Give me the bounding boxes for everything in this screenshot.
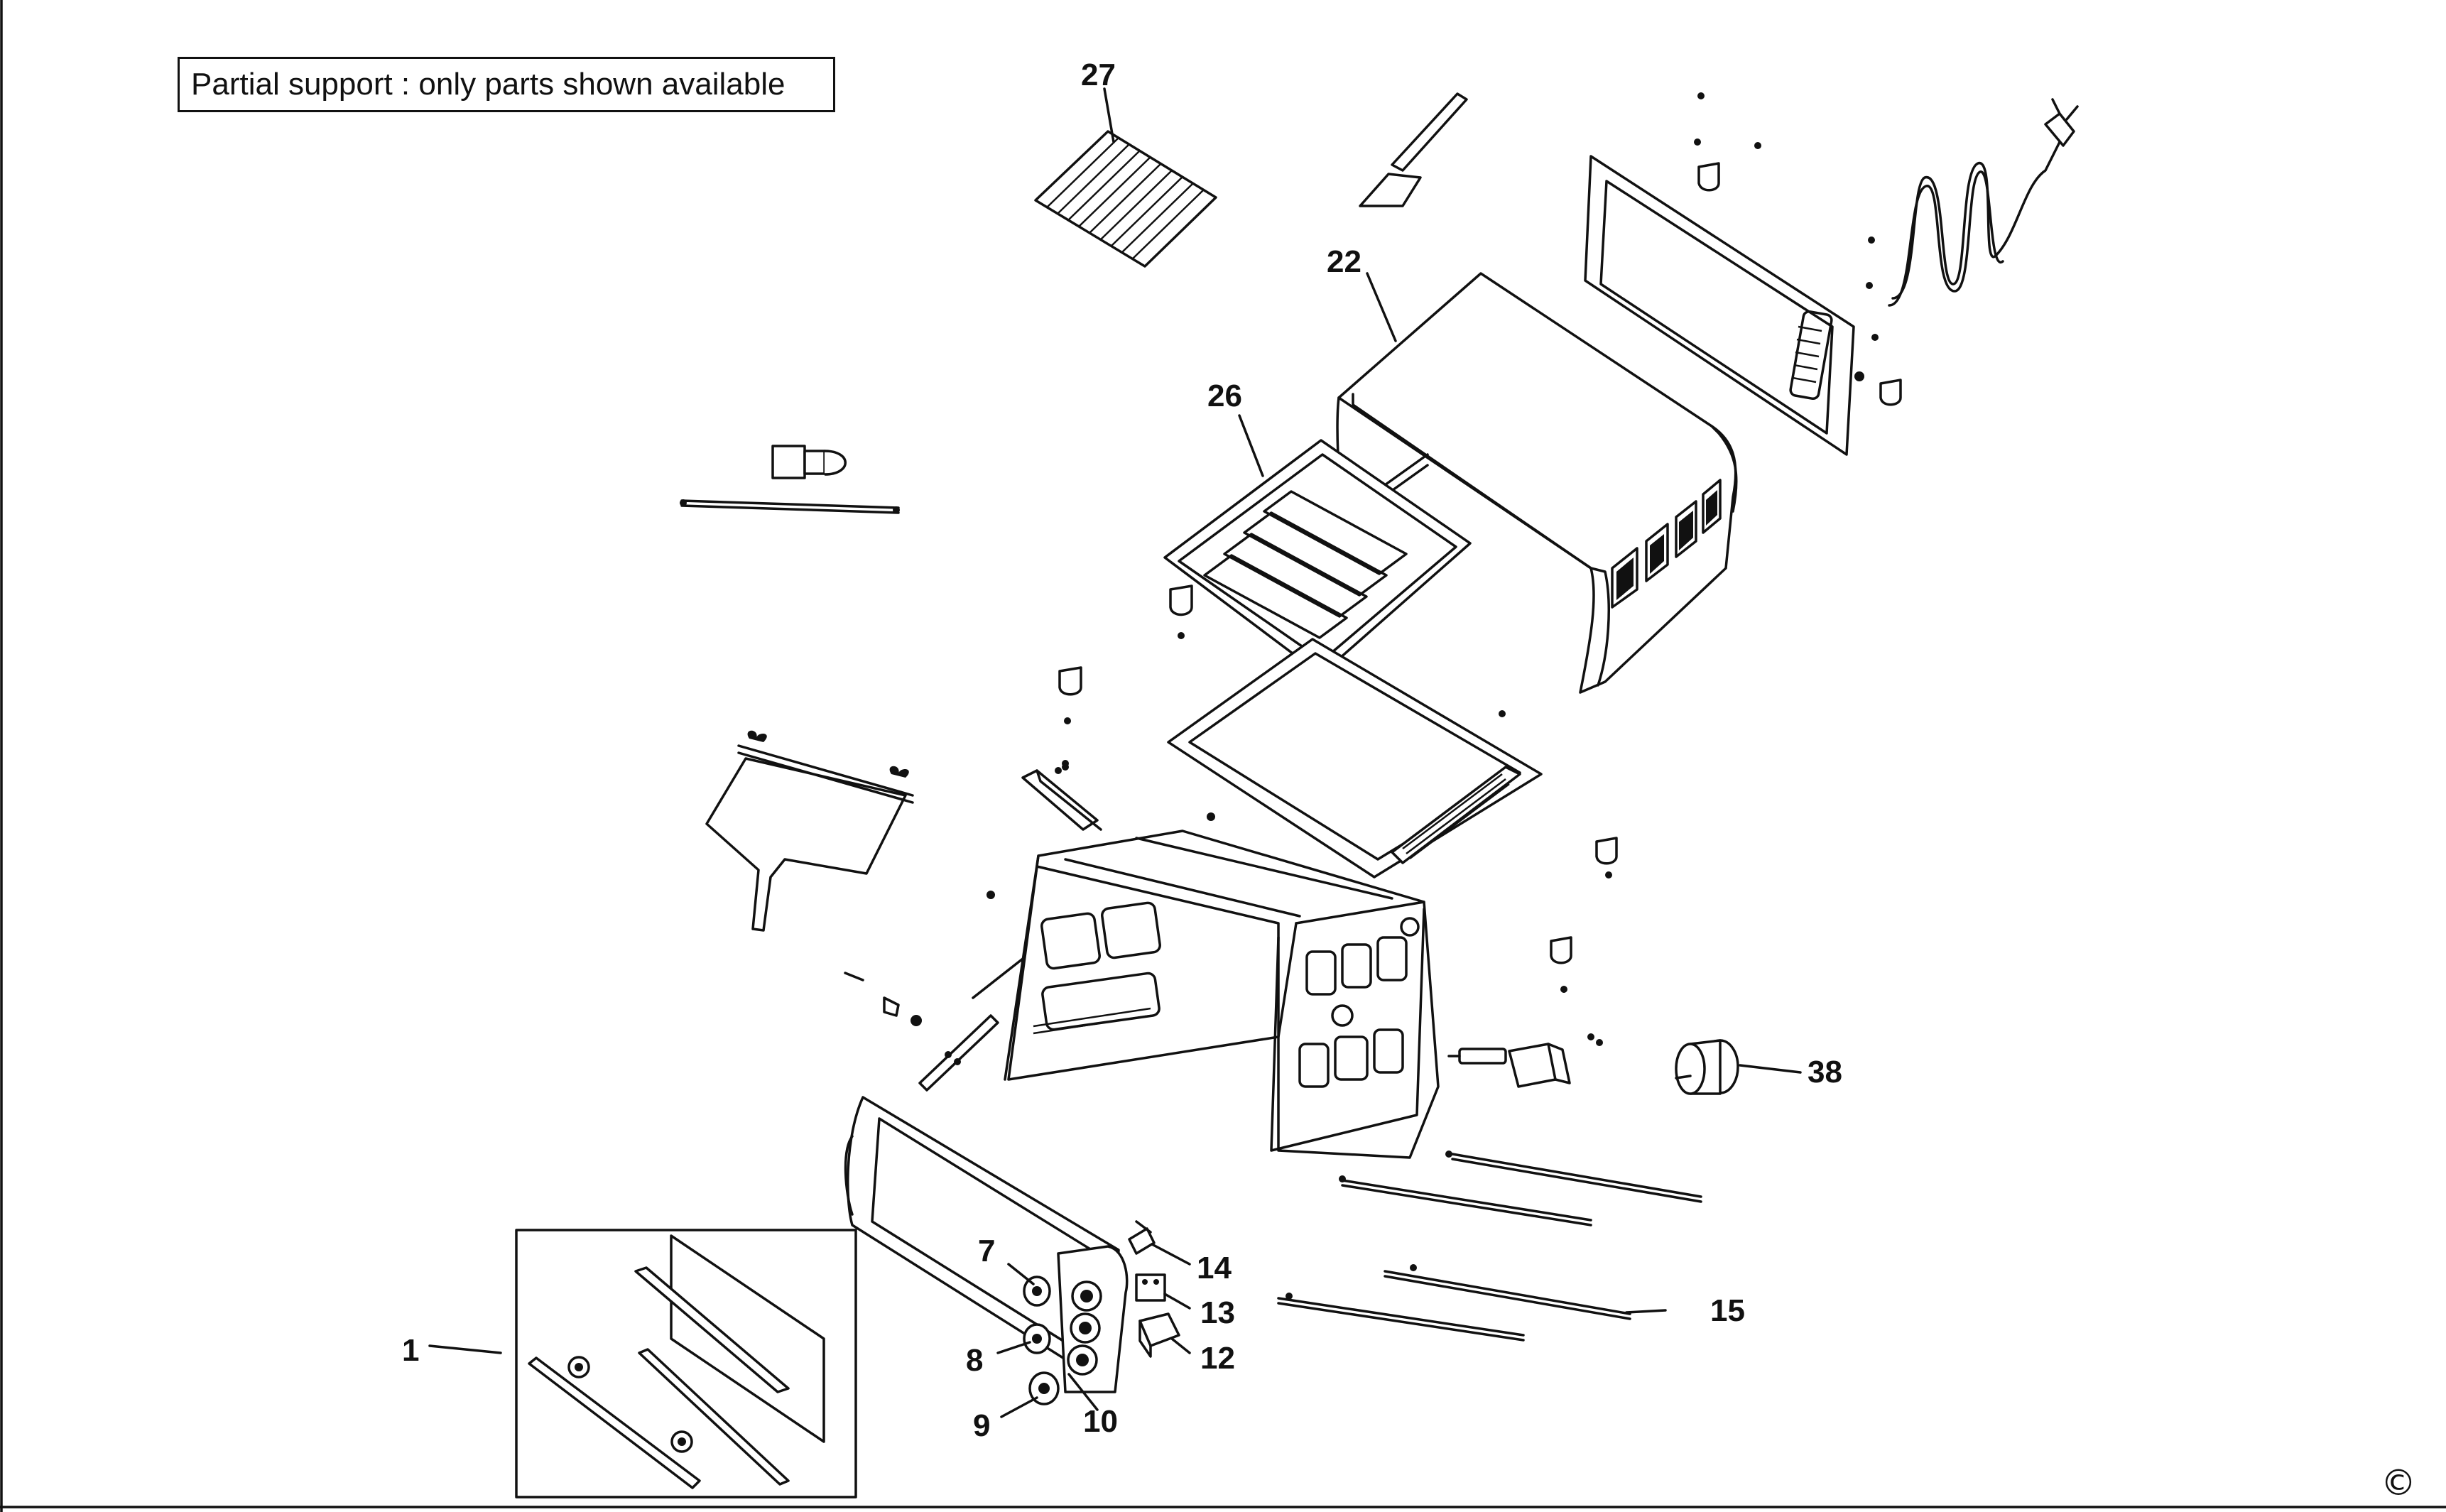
cavity-bracket: [1021, 760, 1215, 831]
copyright-mark: ©: [2381, 1462, 2416, 1503]
label-22: 22: [1327, 244, 1361, 279]
note-text: Partial support : only parts shown avail…: [191, 67, 786, 102]
control-panel[interactable]: [1057, 1245, 1129, 1393]
tray-handle-tool[interactable]: [1359, 92, 1468, 207]
power-cord[interactable]: [1888, 98, 2079, 307]
partial-support-note: Partial support : only parts shown avail…: [178, 57, 835, 112]
lower-heating-elements[interactable]: [1277, 1151, 1702, 1342]
label-27: 27: [1081, 58, 1116, 92]
back-panel[interactable]: [1584, 155, 1855, 456]
label-38: 38: [1808, 1055, 1842, 1089]
crumb-tray-bottom-plate[interactable]: [1167, 638, 1543, 879]
part-13-terminal[interactable]: [1135, 1273, 1166, 1302]
label-8: 8: [966, 1343, 983, 1378]
label-26: 26: [1207, 379, 1242, 413]
label-12: 12: [1200, 1341, 1235, 1376]
rotisserie-spit-assembly[interactable]: [705, 730, 914, 932]
part-27-wire-rack[interactable]: [1034, 130, 1217, 268]
part-9-knob[interactable]: [1028, 1371, 1060, 1405]
label-10: 10: [1083, 1404, 1118, 1439]
label-15: 15: [1710, 1293, 1745, 1328]
part-8-knob[interactable]: [1023, 1323, 1051, 1354]
switch-block: [1508, 1033, 1603, 1088]
label-7: 7: [978, 1234, 995, 1268]
rotisserie-drive-pieces: [844, 891, 1024, 1092]
part-12-switch[interactable]: [1138, 1312, 1180, 1358]
label-14: 14: [1197, 1251, 1232, 1285]
part-14-clip[interactable]: [1128, 1220, 1156, 1255]
upper-heating-rod-left[interactable]: [680, 499, 900, 514]
part-38-timer[interactable]: [1675, 1039, 1739, 1095]
thermal-fuse: [1447, 1048, 1507, 1065]
part-26-baking-tray[interactable]: [1163, 439, 1472, 676]
part-1-door-glass-kit[interactable]: [515, 1229, 857, 1499]
leader-lines: [428, 87, 1802, 1418]
back-panel-feet-and-screws: [1694, 92, 1902, 406]
oven-cavity[interactable]: [1004, 830, 1440, 1159]
label-1: 1: [402, 1333, 419, 1368]
oven-lamp[interactable]: [771, 445, 847, 479]
label-9: 9: [973, 1408, 990, 1443]
part-7-knob[interactable]: [1023, 1276, 1051, 1307]
label-13: 13: [1200, 1295, 1235, 1330]
